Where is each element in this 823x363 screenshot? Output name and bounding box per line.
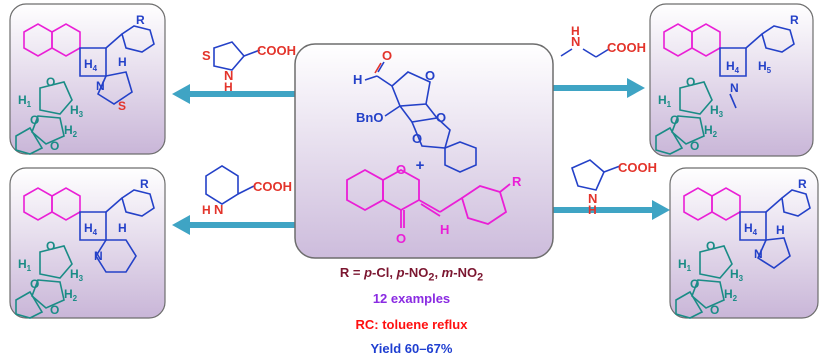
sarcosine-nitrogen-label: N — [571, 34, 580, 49]
product-box-top-right: R H4 H5 N H1 H3 H2 O O O — [649, 3, 814, 157]
arrow-top-left — [172, 84, 295, 104]
examples-caption: 12 examples — [372, 291, 451, 306]
sugar-aldehyde-structure — [364, 61, 477, 173]
product-tr-h2-label: H2 — [704, 123, 718, 139]
sugar-aldehyde-labels: O H O BnO O O — [353, 48, 446, 146]
aldehyde-oxygen-label: O — [382, 48, 392, 63]
aryl-r-label: R — [512, 174, 522, 189]
product-tr-h1-label: H1 — [658, 93, 672, 109]
product-tl-o2-label: O — [30, 113, 39, 127]
product-br-n-label: N — [754, 247, 763, 261]
product-tl-r-label: R — [136, 13, 145, 27]
product-tr-h4-label: H4 — [726, 59, 740, 75]
product-tl-h4-label: H4 — [84, 57, 98, 73]
product-bl-o1-label: O — [46, 239, 55, 253]
product-br-r-label: R — [798, 177, 807, 191]
arrow-bottom-left — [172, 215, 295, 235]
vinyl-hydrogen-label: H — [440, 222, 449, 237]
product-br-o1-label: O — [706, 239, 715, 253]
product-br-h-label: H — [776, 223, 785, 237]
dioxolane-oxygen-1-label: O — [436, 110, 446, 125]
product-tr-o3-label: O — [690, 139, 699, 153]
ring-oxygen-label: O — [425, 68, 435, 83]
pipecolic-nitrogen-label: N — [214, 202, 223, 217]
aldehyde-hydrogen-label: H — [353, 72, 362, 87]
product-tr-r-label: R — [790, 13, 799, 27]
dioxolane-oxygen-2-label: O — [412, 131, 422, 146]
pipecolic-nh-hydrogen-label: H — [202, 203, 211, 217]
thiazolidine-nh-hydrogen-label: H — [224, 80, 233, 94]
product-bl-h3-label: H3 — [70, 267, 84, 283]
plus-sign: + — [416, 157, 425, 174]
sarcosine-cooh-label: COOH — [607, 40, 646, 55]
thiazolidine-nitrogen-label: N — [224, 68, 233, 83]
reagent-pipecolic-acid: N H COOH — [202, 165, 292, 217]
product-bl-o2-label: O — [30, 277, 39, 291]
product-br-h2-label: H2 — [724, 287, 738, 303]
chromanone-ring-oxygen-label: O — [396, 162, 406, 177]
product-tl-o1-label: O — [46, 75, 55, 89]
sarcosine-nh-hydrogen-label: H — [571, 24, 580, 38]
reaction-arrows — [172, 78, 670, 235]
product-tr-o1-label: O — [686, 75, 695, 89]
arrow-bottom-right — [553, 200, 670, 220]
central-reactant-box: O H O BnO O O + O O H R — [294, 43, 554, 259]
product-bl-h-label: H — [118, 221, 127, 235]
chromanone-structure — [346, 168, 511, 228]
reagent-sarcosine: N H COOH — [560, 24, 646, 58]
reagent-proline: N H COOH — [571, 159, 657, 217]
product-tr-h3-label: H3 — [710, 103, 724, 119]
product-tl-h2-label: H2 — [64, 123, 78, 139]
proline-nh-hydrogen-label: H — [588, 203, 597, 217]
product-tr-h5-label: H5 — [758, 59, 772, 75]
product-bl-h2-label: H2 — [64, 287, 78, 303]
product-br-h4-label: H4 — [744, 221, 758, 237]
product-br-h3-label: H3 — [730, 267, 744, 283]
product-bl-h1-label: H1 — [18, 257, 32, 273]
product-box-top-left: R H4 H N S H1 H3 H2 O O O — [9, 3, 166, 155]
thiazolidine-sulfur-label: S — [202, 48, 211, 63]
pipecolic-cooh-label: COOH — [253, 179, 292, 194]
proline-nitrogen-label: N — [588, 191, 597, 206]
conditions-caption: RC: toluene reflux — [355, 317, 468, 332]
product-br-o3-label: O — [710, 303, 719, 317]
product-tl-h-label: H — [118, 55, 127, 69]
product-tl-n-label: N — [96, 79, 105, 93]
product-tl-s-label: S — [118, 99, 126, 113]
product-box-bottom-right: R H4 H N H1 H3 H2 O O O — [669, 167, 819, 319]
product-tr-n-label: N — [730, 81, 739, 95]
chromanone-labels: O O H R — [396, 162, 522, 246]
product-bl-n-label: N — [94, 249, 103, 263]
product-br-h1-label: H1 — [678, 257, 692, 273]
product-bl-h4-label: H4 — [84, 221, 98, 237]
product-tl-o3-label: O — [50, 139, 59, 153]
product-box-bottom-left: R H4 H N H1 H3 H2 O O O — [9, 167, 166, 319]
benzyloxy-label: BnO — [356, 110, 383, 125]
product-br-o2-label: O — [690, 277, 699, 291]
proline-cooh-label: COOH — [618, 160, 657, 175]
yield-caption: Yield 60–67% — [370, 341, 453, 356]
product-bl-r-label: R — [140, 177, 149, 191]
product-tr-o2-label: O — [670, 113, 679, 127]
thiazolidine-cooh-label: COOH — [257, 43, 296, 58]
arrow-top-right — [553, 78, 645, 98]
product-bl-o3-label: O — [50, 303, 59, 317]
substituent-caption: R = p-Cl, p-NO2, m-NO2 — [339, 265, 484, 284]
product-tl-h3-label: H3 — [70, 103, 84, 119]
chromanone-keto-oxygen-label: O — [396, 231, 406, 246]
reagent-thiazolidine-carboxylic-acid: S N H COOH — [202, 41, 296, 94]
product-tl-h1-label: H1 — [18, 93, 32, 109]
